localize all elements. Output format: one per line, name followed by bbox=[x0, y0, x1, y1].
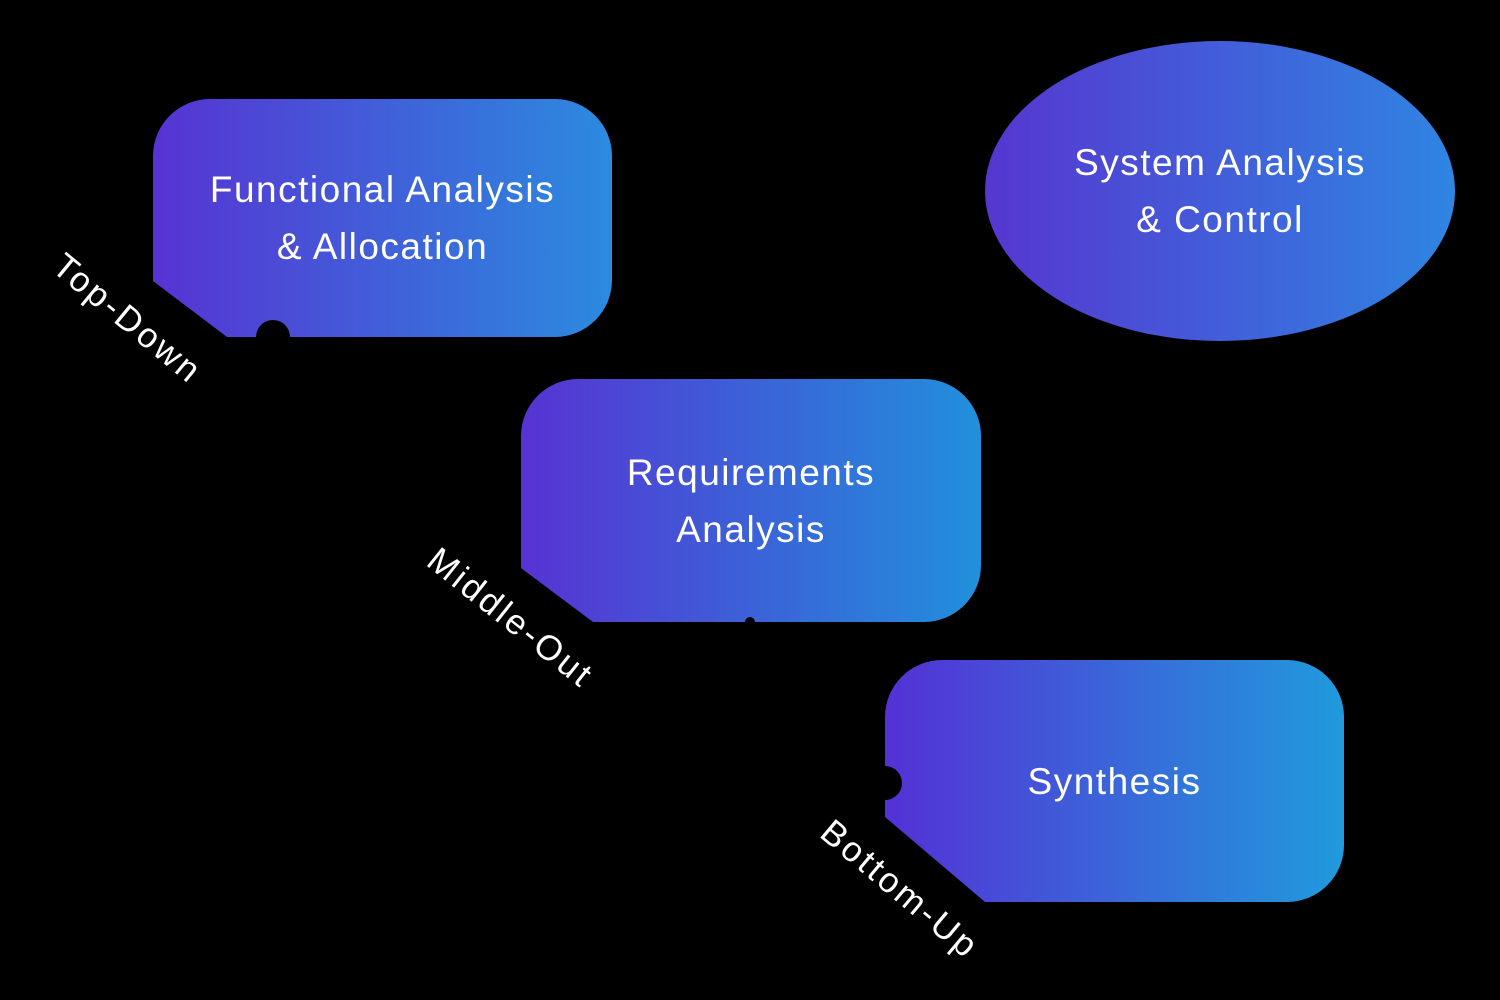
requirements-analysis-shape bbox=[521, 379, 981, 622]
synthesis-shape bbox=[885, 660, 1344, 902]
functional-analysis-shape bbox=[153, 99, 612, 337]
system-analysis-shape bbox=[985, 41, 1455, 341]
